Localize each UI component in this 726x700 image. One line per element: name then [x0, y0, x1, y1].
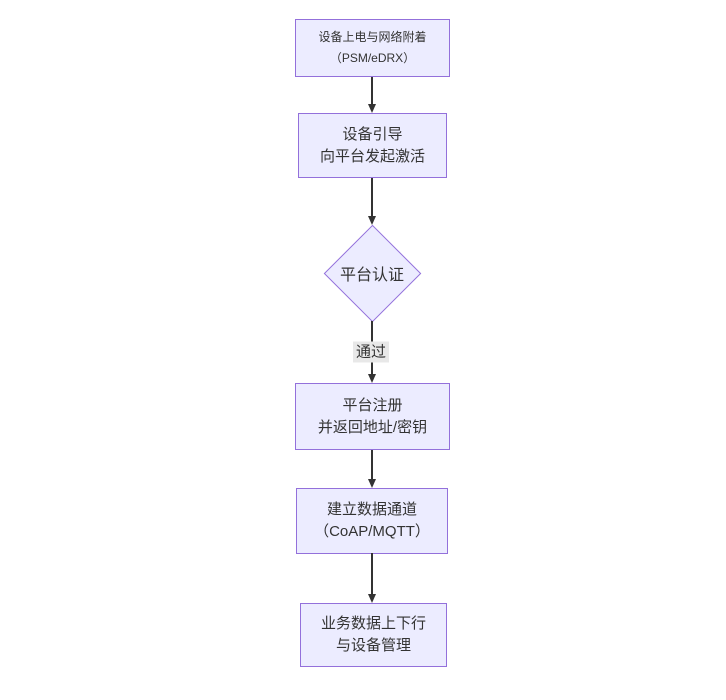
node-text-line: 平台认证: [339, 267, 404, 284]
arrowhead-icon: [368, 216, 376, 225]
node-text-line: 并返回地址/密钥: [317, 418, 428, 436]
edge-label-pass: 通过: [352, 341, 390, 363]
edge-line: [371, 553, 373, 594]
edge-register-to-channel: [368, 450, 376, 488]
edge-channel-to-business: [368, 553, 376, 603]
node-text-line: 与设备管理: [335, 637, 411, 654]
node-text-line: 建立数据通道: [326, 501, 417, 518]
node-text-line: （PSM/eDRX）: [329, 51, 416, 65]
flow-node-power-attach: 设备上电与网络附着 （PSM/eDRX）: [295, 19, 450, 77]
flow-node-bootstrap-activate: 设备引导 向平台发起激活: [298, 113, 447, 178]
edge-line: [371, 178, 373, 216]
flow-node-platform-auth-decision: 平台认证: [323, 224, 422, 323]
node-text-line: 平台注册: [342, 396, 403, 414]
arrowhead-icon: [368, 594, 376, 603]
edge-bootstrap-to-auth: [368, 178, 376, 225]
edge-line: [371, 450, 373, 479]
arrowhead-icon: [368, 374, 376, 383]
node-text-line: 向平台发起激活: [319, 147, 425, 165]
edge-power-to-bootstrap: [368, 77, 376, 113]
node-text-line: 设备引导: [342, 125, 403, 143]
flow-node-platform-register: 平台注册 并返回地址/密钥: [295, 383, 450, 450]
node-text-line: （CoAP/MQTT）: [314, 523, 430, 540]
node-text-line: 设备上电与网络附着: [318, 30, 427, 44]
node-text-line: 业务数据上下行: [320, 615, 426, 632]
arrowhead-icon: [368, 104, 376, 113]
flow-node-business-data: 业务数据上下行 与设备管理: [300, 603, 447, 667]
flow-node-data-channel: 建立数据通道 （CoAP/MQTT）: [296, 488, 448, 554]
edge-line: [371, 77, 373, 104]
arrowhead-icon: [368, 479, 376, 488]
